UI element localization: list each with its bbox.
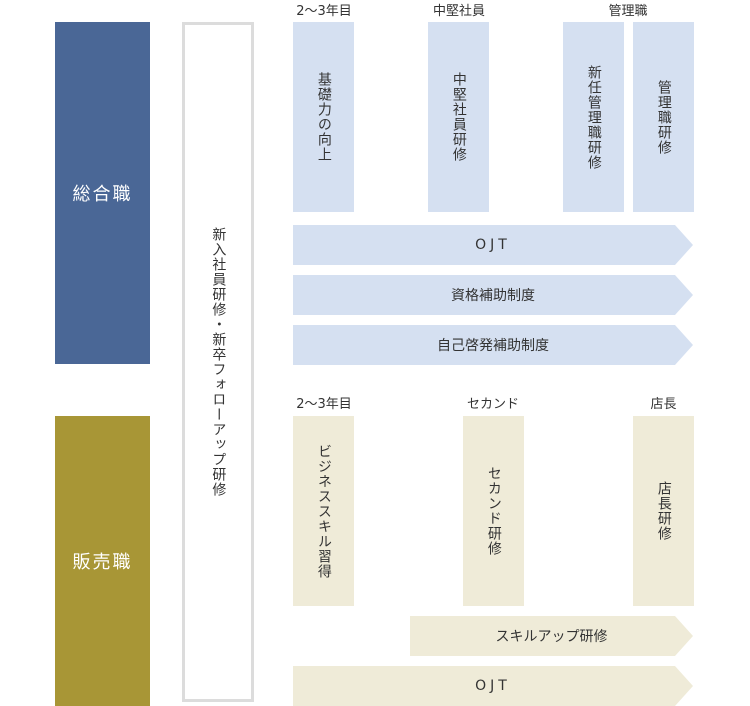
sogo-arrow-self-development-support: 自己啓発補助制度 xyxy=(293,325,693,365)
sogo-box-new-manager: 新任管理職研修 xyxy=(563,22,624,212)
sogo-header-level1: 2〜3年目 xyxy=(296,4,352,19)
hanbai-arrow-skillup: スキルアップ研修 xyxy=(410,616,693,656)
sogo-box-midlevel: 中堅社員研修 xyxy=(428,22,489,212)
new-hire-training-box: 新入社員研修・新卒フォローアップ研修 xyxy=(182,22,254,702)
sogo-box-new-manager-label: 新任管理職研修 xyxy=(585,64,602,170)
hanbai-box-store-manager-label: 店長研修 xyxy=(655,481,672,541)
sogo-box-manager-label: 管理職研修 xyxy=(655,79,672,155)
new-hire-training-label: 新入社員研修・新卒フォローアップ研修 xyxy=(210,227,227,497)
sogo-header-level2: 中堅社員 xyxy=(432,4,485,19)
sogo-arrow-ojt: OJT xyxy=(293,225,693,265)
sogo-box-basic: 基礎力の向上 xyxy=(293,22,354,212)
sogo-box-manager: 管理職研修 xyxy=(633,22,694,212)
hanbai-box-business-skill-label: ビジネススキル習得 xyxy=(315,443,332,579)
hanbai-box-second: セカンド研修 xyxy=(463,416,524,606)
hanbai-box-business-skill: ビジネススキル習得 xyxy=(293,416,354,606)
hanbai-header-level1: 2〜3年目 xyxy=(296,397,352,412)
hanbai-header-level2: セカンド xyxy=(466,397,519,412)
hanbai-header-level3: 店長 xyxy=(650,397,677,412)
category-sogo: 総合職 xyxy=(55,22,150,364)
sogo-box-midlevel-label: 中堅社員研修 xyxy=(450,72,467,162)
category-hanbai: 販売職 xyxy=(55,416,150,706)
hanbai-box-store-manager: 店長研修 xyxy=(633,416,694,606)
hanbai-arrow-ojt: OJT xyxy=(293,666,693,706)
hanbai-box-second-label: セカンド研修 xyxy=(485,466,502,556)
sogo-box-basic-label: 基礎力の向上 xyxy=(315,72,332,162)
sogo-header-level3: 管理職 xyxy=(608,4,648,19)
sogo-arrow-qualification-support: 資格補助制度 xyxy=(293,275,693,315)
